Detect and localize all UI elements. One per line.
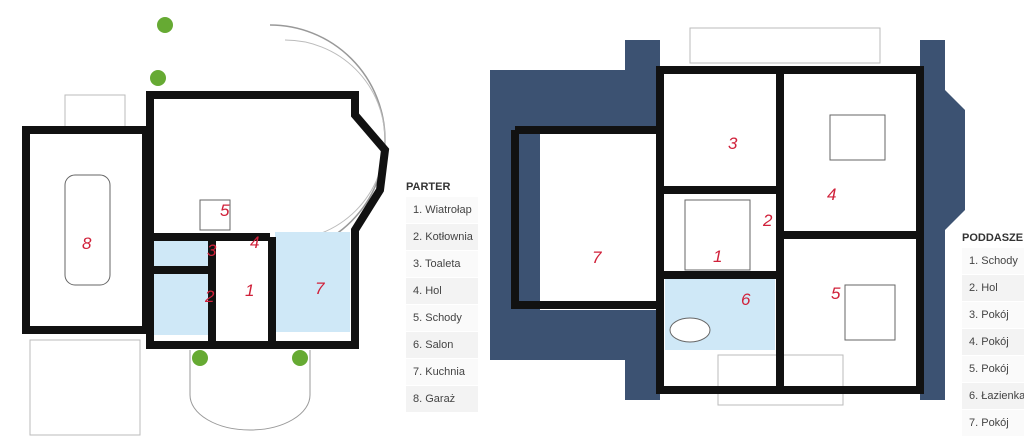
room-label-4: 4: [250, 233, 259, 252]
attic-room-label-1: 1: [713, 247, 722, 266]
legend-title: PARTER: [406, 181, 451, 193]
attic-room-label-3: 3: [728, 134, 738, 153]
legend-list: 1. Schody 2. Hol 3. Pokój 4. Pokój 5. Po…: [962, 248, 1024, 437]
legend-item: 5. Pokój: [962, 356, 1024, 383]
legend-item: 8. Garaż: [406, 386, 478, 413]
attic-room-label-7: 7: [592, 248, 602, 267]
legend-item: 3. Pokój: [962, 302, 1024, 329]
legend-item: 4. Pokój: [962, 329, 1024, 356]
legend-item: 1. Wiatrołap: [406, 197, 478, 224]
room-label-7: 7: [315, 279, 325, 298]
legend-item: 2. Kotłownia: [406, 224, 478, 251]
legend-title: PODDASZE: [962, 232, 1024, 244]
attic-plan: 3 2 4 7 1 6 5: [490, 27, 965, 406]
legend-item: 1. Schody: [962, 248, 1024, 275]
legend-item: 3. Toaleta: [406, 251, 478, 278]
legend-item: 6. Salon: [406, 332, 478, 359]
attic-room-label-4: 4: [827, 185, 836, 204]
legend-item: 5. Schody: [406, 305, 478, 332]
attic-legend: PODDASZE 1. Schody 2. Hol 3. Pokój 4. Po…: [962, 231, 1024, 437]
ground-floor-legend: PARTER 1. Wiatrołap 2. Kotłownia 3. Toal…: [406, 180, 478, 413]
room-label-1: 1: [245, 281, 254, 300]
legend-item: 7. Pokój: [962, 410, 1024, 437]
room-label-2: 2: [204, 287, 215, 306]
ground-floor-plan: 8 3 4 5 2 1 7: [22, 17, 390, 436]
legend-item: 6. Łazienka: [962, 383, 1024, 410]
legend-item: 2. Hol: [962, 275, 1024, 302]
room-label-8: 8: [82, 234, 92, 253]
legend-list: 1. Wiatrołap 2. Kotłownia 3. Toaleta 4. …: [406, 197, 478, 413]
legend-item: 4. Hol: [406, 278, 478, 305]
legend-item: 7. Kuchnia: [406, 359, 478, 386]
room-label-5: 5: [220, 201, 230, 220]
attic-room-label-6: 6: [741, 290, 751, 309]
attic-room-label-5: 5: [831, 284, 841, 303]
room-label-3: 3: [207, 241, 217, 260]
attic-room-label-2: 2: [762, 211, 773, 230]
